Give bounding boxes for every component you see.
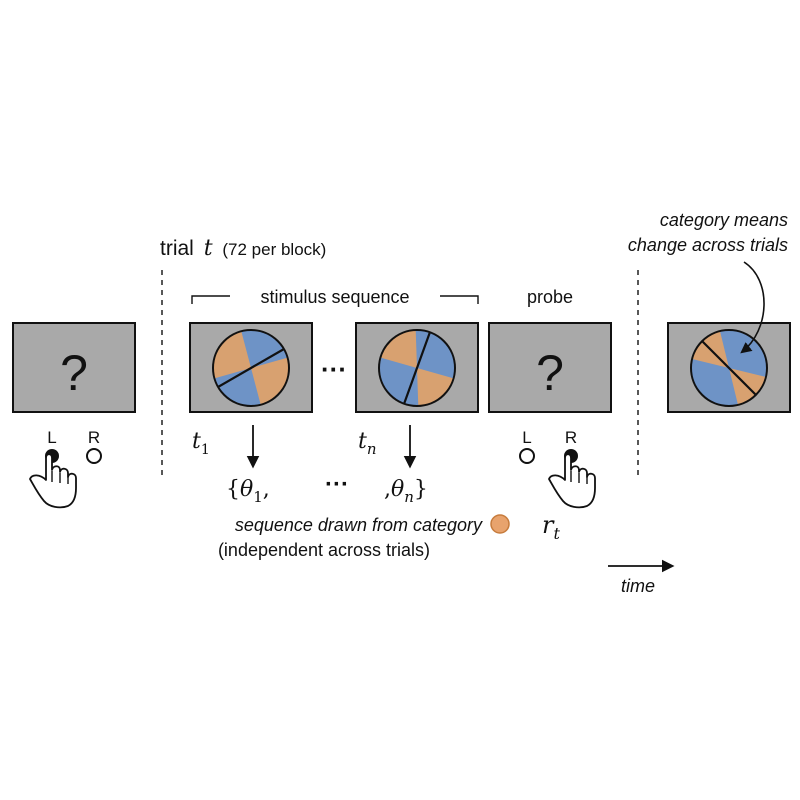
right-button-label: R bbox=[88, 428, 100, 447]
theta-last: ,θn} bbox=[384, 477, 428, 506]
stimulus-sequence-label: stimulus sequence bbox=[260, 287, 409, 307]
stimulus-screen-last bbox=[355, 322, 479, 413]
category-note-line2: (independent across trials) bbox=[218, 540, 430, 560]
question-mark: ? bbox=[536, 345, 564, 401]
category-dot bbox=[490, 514, 510, 534]
left-button-label: L bbox=[47, 428, 56, 447]
time-last-label: tn bbox=[358, 429, 377, 458]
right-button-released bbox=[86, 448, 102, 464]
stimulus-screen-first bbox=[189, 322, 313, 413]
sequence-ellipsis: ··· bbox=[321, 354, 347, 384]
theta-first: {θ1, bbox=[226, 477, 270, 506]
category-means-arrow bbox=[740, 261, 765, 354]
time-first-label: t1 bbox=[192, 429, 210, 458]
left-button-label: L bbox=[522, 428, 531, 447]
probe-label: probe bbox=[527, 287, 573, 307]
oriented-grating-last bbox=[378, 329, 456, 407]
trial-header: trial t (72 per block) bbox=[160, 236, 326, 261]
next-trial-stimulus-screen bbox=[667, 322, 791, 413]
category-means-note-line2: change across trials bbox=[628, 235, 788, 255]
hand-press-icon bbox=[29, 453, 77, 509]
left-button-released bbox=[519, 448, 535, 464]
response-label: rt bbox=[542, 511, 560, 543]
hand-press-icon bbox=[548, 453, 596, 509]
category-note-line1: sequence drawn from category bbox=[235, 515, 483, 535]
theta-ellipsis: ··· bbox=[325, 471, 349, 498]
oriented-grating-next bbox=[690, 329, 768, 407]
time-axis-label: time bbox=[621, 576, 655, 596]
oriented-grating-first bbox=[212, 329, 290, 407]
right-button-label: R bbox=[565, 428, 577, 447]
question-mark: ? bbox=[60, 345, 88, 401]
previous-probe-screen: ? bbox=[12, 322, 136, 413]
stimulus-sequence-bracket bbox=[191, 295, 479, 304]
probe-screen: ? bbox=[488, 322, 612, 413]
category-means-note-line1: category means bbox=[660, 210, 788, 230]
